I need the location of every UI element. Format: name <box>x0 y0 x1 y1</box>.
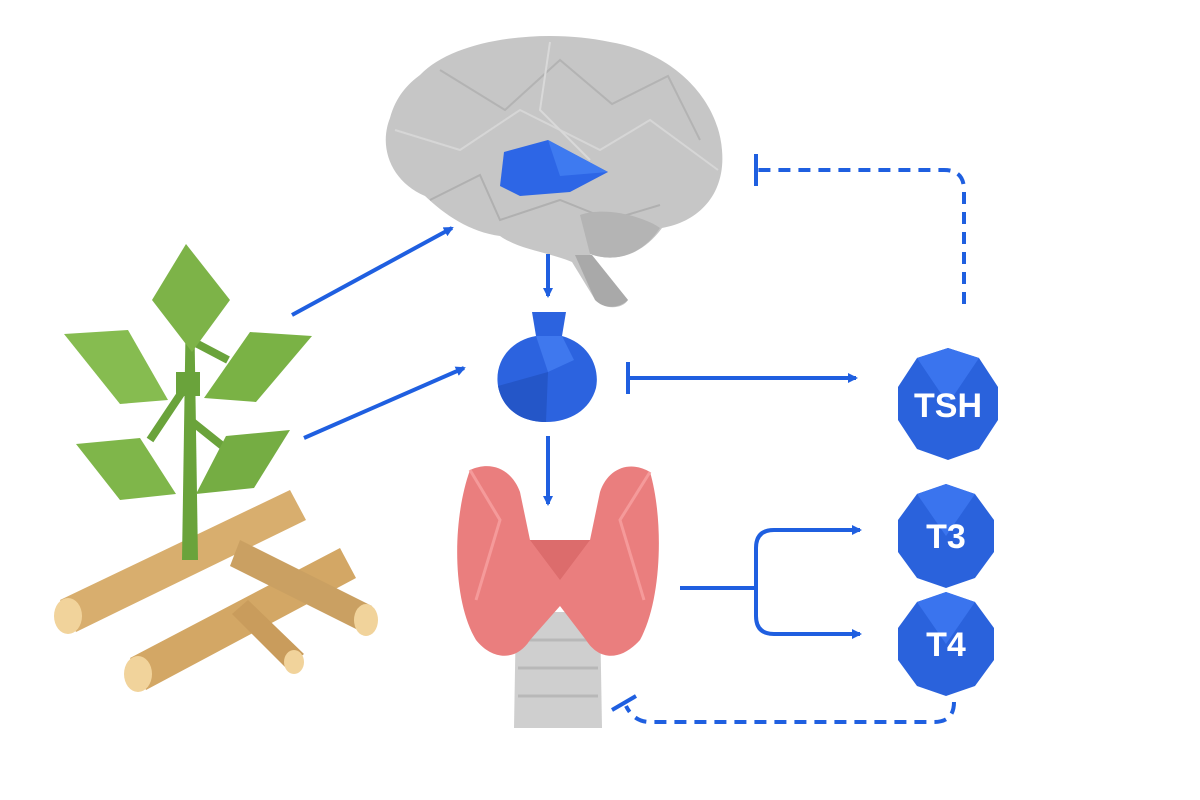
t4-label: T4 <box>926 626 966 664</box>
arrow-thyroid-to-t3 <box>754 525 862 588</box>
feedback-t4-to-thyroid <box>624 701 956 724</box>
inhibit-bar-thyroid <box>610 694 638 712</box>
tsh-label: TSH <box>914 387 982 425</box>
pituitary-icon <box>497 312 597 422</box>
hormone-badge-t4: T4 <box>898 592 994 696</box>
arrow-thyroid-to-t4 <box>754 588 862 639</box>
herb-plant-icon <box>64 244 312 560</box>
arrow-herb-to-hypothalamus <box>291 226 454 317</box>
thyroid-icon <box>457 466 659 728</box>
hormone-badge-t3: T3 <box>898 484 994 588</box>
arrow-herb-to-pituitary <box>303 366 466 440</box>
arrows <box>291 226 862 639</box>
hypothalamus-region <box>500 140 608 196</box>
feedback-loops <box>610 154 966 724</box>
hormone-badge-tsh: TSH <box>898 348 998 460</box>
t3-label: T3 <box>926 518 966 556</box>
root-sticks-icon <box>54 490 378 692</box>
feedback-tsh-to-hypothalamus <box>758 168 966 304</box>
